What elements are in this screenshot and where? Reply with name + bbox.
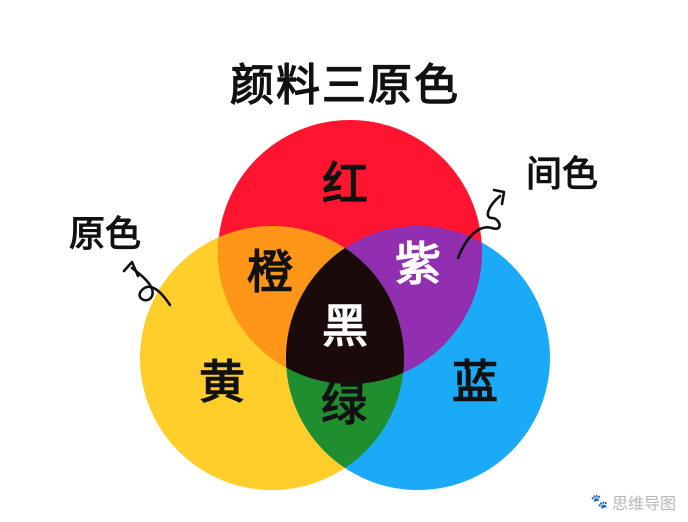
label-red: 红: [322, 157, 368, 211]
label-blue: 蓝: [452, 355, 498, 409]
label-purple: 紫: [395, 237, 441, 291]
watermark: 🐾 思维导图: [591, 490, 676, 514]
diagram-title: 颜料三原色: [230, 60, 460, 111]
label-black: 黑: [322, 299, 368, 353]
black-center-overlap: [286, 226, 404, 384]
primary-arrow-icon: [122, 260, 172, 307]
paw-icon: 🐾: [590, 494, 608, 510]
label-orange: 橙: [247, 245, 293, 299]
label-yellow: 黄: [199, 355, 245, 409]
label-green: 绿: [321, 377, 368, 431]
annotation-primary-color: 原色: [69, 214, 141, 255]
secondary-arrow-icon: [456, 188, 506, 260]
watermark-text: 思维导图: [611, 494, 676, 513]
annotation-secondary-color: 间色: [526, 154, 598, 195]
